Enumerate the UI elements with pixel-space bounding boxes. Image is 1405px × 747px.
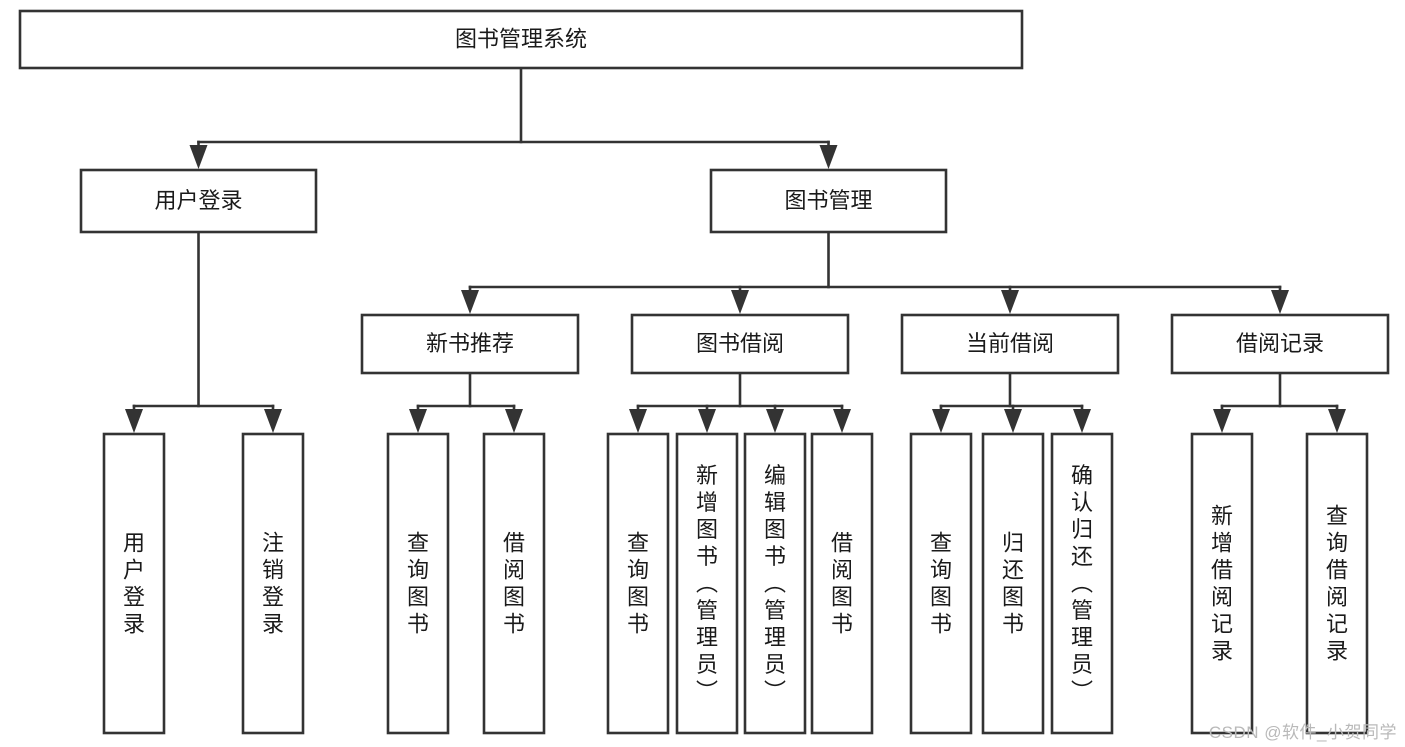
node-label-leaf-add-book: 新增图书︵管理员︶ bbox=[696, 463, 718, 704]
node-box-leaf-borrow-book-1[interactable] bbox=[482, 432, 546, 735]
node-box-book-manage[interactable] bbox=[709, 168, 948, 234]
node-leaf-user-login[interactable]: 用户登录 bbox=[102, 432, 166, 735]
edge-group-new-book-recommend bbox=[409, 371, 523, 433]
node-borrow-record[interactable]: 借阅记录 bbox=[1170, 313, 1390, 375]
node-label-borrow-record: 借阅记录 bbox=[1236, 331, 1324, 356]
node-book-borrow[interactable]: 图书借阅 bbox=[630, 313, 850, 375]
node-leaf-borrow-book-2[interactable]: 借阅图书 bbox=[810, 432, 874, 735]
node-label-leaf-borrow-book-2: 借阅图书 bbox=[831, 531, 853, 637]
edge-group-user-login bbox=[125, 230, 282, 433]
node-user-login[interactable]: 用户登录 bbox=[79, 168, 318, 234]
node-label-leaf-query-book-2: 查询图书 bbox=[627, 531, 649, 637]
node-label-leaf-query-book-3: 查询图书 bbox=[930, 531, 952, 637]
edges-layer bbox=[125, 66, 1346, 433]
node-box-new-book-recommend[interactable] bbox=[360, 313, 580, 375]
node-box-leaf-query-book-2[interactable] bbox=[606, 432, 670, 735]
node-label-leaf-logout: 注销登录 bbox=[262, 531, 284, 637]
node-leaf-confirm-return[interactable]: 确认归还︵管理员︶ bbox=[1050, 432, 1114, 735]
node-box-current-borrow[interactable] bbox=[900, 313, 1120, 375]
node-leaf-edit-book[interactable]: 编辑图书︵管理员︶ bbox=[743, 432, 807, 735]
node-label-leaf-edit-book: 编辑图书︵管理员︶ bbox=[764, 463, 786, 704]
node-leaf-return-book[interactable]: 归还图书 bbox=[981, 432, 1045, 735]
node-box-leaf-borrow-book-2[interactable] bbox=[810, 432, 874, 735]
node-box-leaf-query-book-3[interactable] bbox=[909, 432, 973, 735]
node-box-user-login[interactable] bbox=[79, 168, 318, 234]
node-label-leaf-add-record: 新增借阅记录 bbox=[1211, 504, 1233, 664]
edge-group-book-borrow bbox=[629, 371, 851, 433]
node-label-root: 图书管理系统 bbox=[455, 26, 587, 51]
node-box-leaf-return-book[interactable] bbox=[981, 432, 1045, 735]
node-label-leaf-return-book: 归还图书 bbox=[1002, 531, 1024, 637]
node-label-leaf-confirm-return: 确认归还︵管理员︶ bbox=[1071, 463, 1093, 704]
node-box-leaf-query-book-1[interactable] bbox=[386, 432, 450, 735]
node-label-user-login: 用户登录 bbox=[154, 188, 242, 213]
node-label-book-borrow: 图书借阅 bbox=[696, 331, 784, 356]
node-box-leaf-edit-book[interactable] bbox=[743, 432, 807, 735]
node-book-manage[interactable]: 图书管理 bbox=[709, 168, 948, 234]
node-box-leaf-confirm-return[interactable] bbox=[1050, 432, 1114, 735]
node-box-book-borrow[interactable] bbox=[630, 313, 850, 375]
node-label-leaf-borrow-book-1: 借阅图书 bbox=[503, 531, 525, 637]
edge-group-book-manage bbox=[461, 230, 1289, 314]
node-leaf-borrow-book-1[interactable]: 借阅图书 bbox=[482, 432, 546, 735]
node-label-book-manage: 图书管理 bbox=[784, 188, 872, 213]
node-label-leaf-user-login: 用户登录 bbox=[123, 531, 145, 637]
node-box-leaf-add-book[interactable] bbox=[675, 432, 739, 735]
edge-group-root bbox=[189, 66, 838, 169]
node-leaf-query-book-1[interactable]: 查询图书 bbox=[386, 432, 450, 735]
edge-group-borrow-record bbox=[1213, 371, 1346, 433]
node-leaf-logout[interactable]: 注销登录 bbox=[241, 432, 305, 735]
node-label-current-borrow: 当前借阅 bbox=[966, 331, 1054, 356]
node-label-new-book-recommend: 新书推荐 bbox=[426, 331, 514, 356]
node-leaf-add-book[interactable]: 新增图书︵管理员︶ bbox=[675, 432, 739, 735]
node-box-leaf-user-login[interactable] bbox=[102, 432, 166, 735]
nodes-layer: 图书管理系统用户登录图书管理新书推荐图书借阅当前借阅借阅记录用户登录注销登录查询… bbox=[18, 9, 1390, 735]
node-box-root[interactable] bbox=[18, 9, 1024, 70]
node-leaf-query-book-2[interactable]: 查询图书 bbox=[606, 432, 670, 735]
edge-group-current-borrow bbox=[932, 371, 1091, 433]
node-root[interactable]: 图书管理系统 bbox=[18, 9, 1024, 70]
node-leaf-query-record[interactable]: 查询借阅记录 bbox=[1305, 432, 1369, 735]
node-label-leaf-query-record: 查询借阅记录 bbox=[1326, 504, 1348, 664]
node-current-borrow[interactable]: 当前借阅 bbox=[900, 313, 1120, 375]
node-leaf-add-record[interactable]: 新增借阅记录 bbox=[1190, 432, 1254, 735]
node-box-leaf-logout[interactable] bbox=[241, 432, 305, 735]
node-box-leaf-query-record[interactable] bbox=[1305, 432, 1369, 735]
node-label-leaf-query-book-1: 查询图书 bbox=[407, 531, 429, 637]
node-box-leaf-add-record[interactable] bbox=[1190, 432, 1254, 735]
node-leaf-query-book-3[interactable]: 查询图书 bbox=[909, 432, 973, 735]
node-new-book-recommend[interactable]: 新书推荐 bbox=[360, 313, 580, 375]
node-box-borrow-record[interactable] bbox=[1170, 313, 1390, 375]
